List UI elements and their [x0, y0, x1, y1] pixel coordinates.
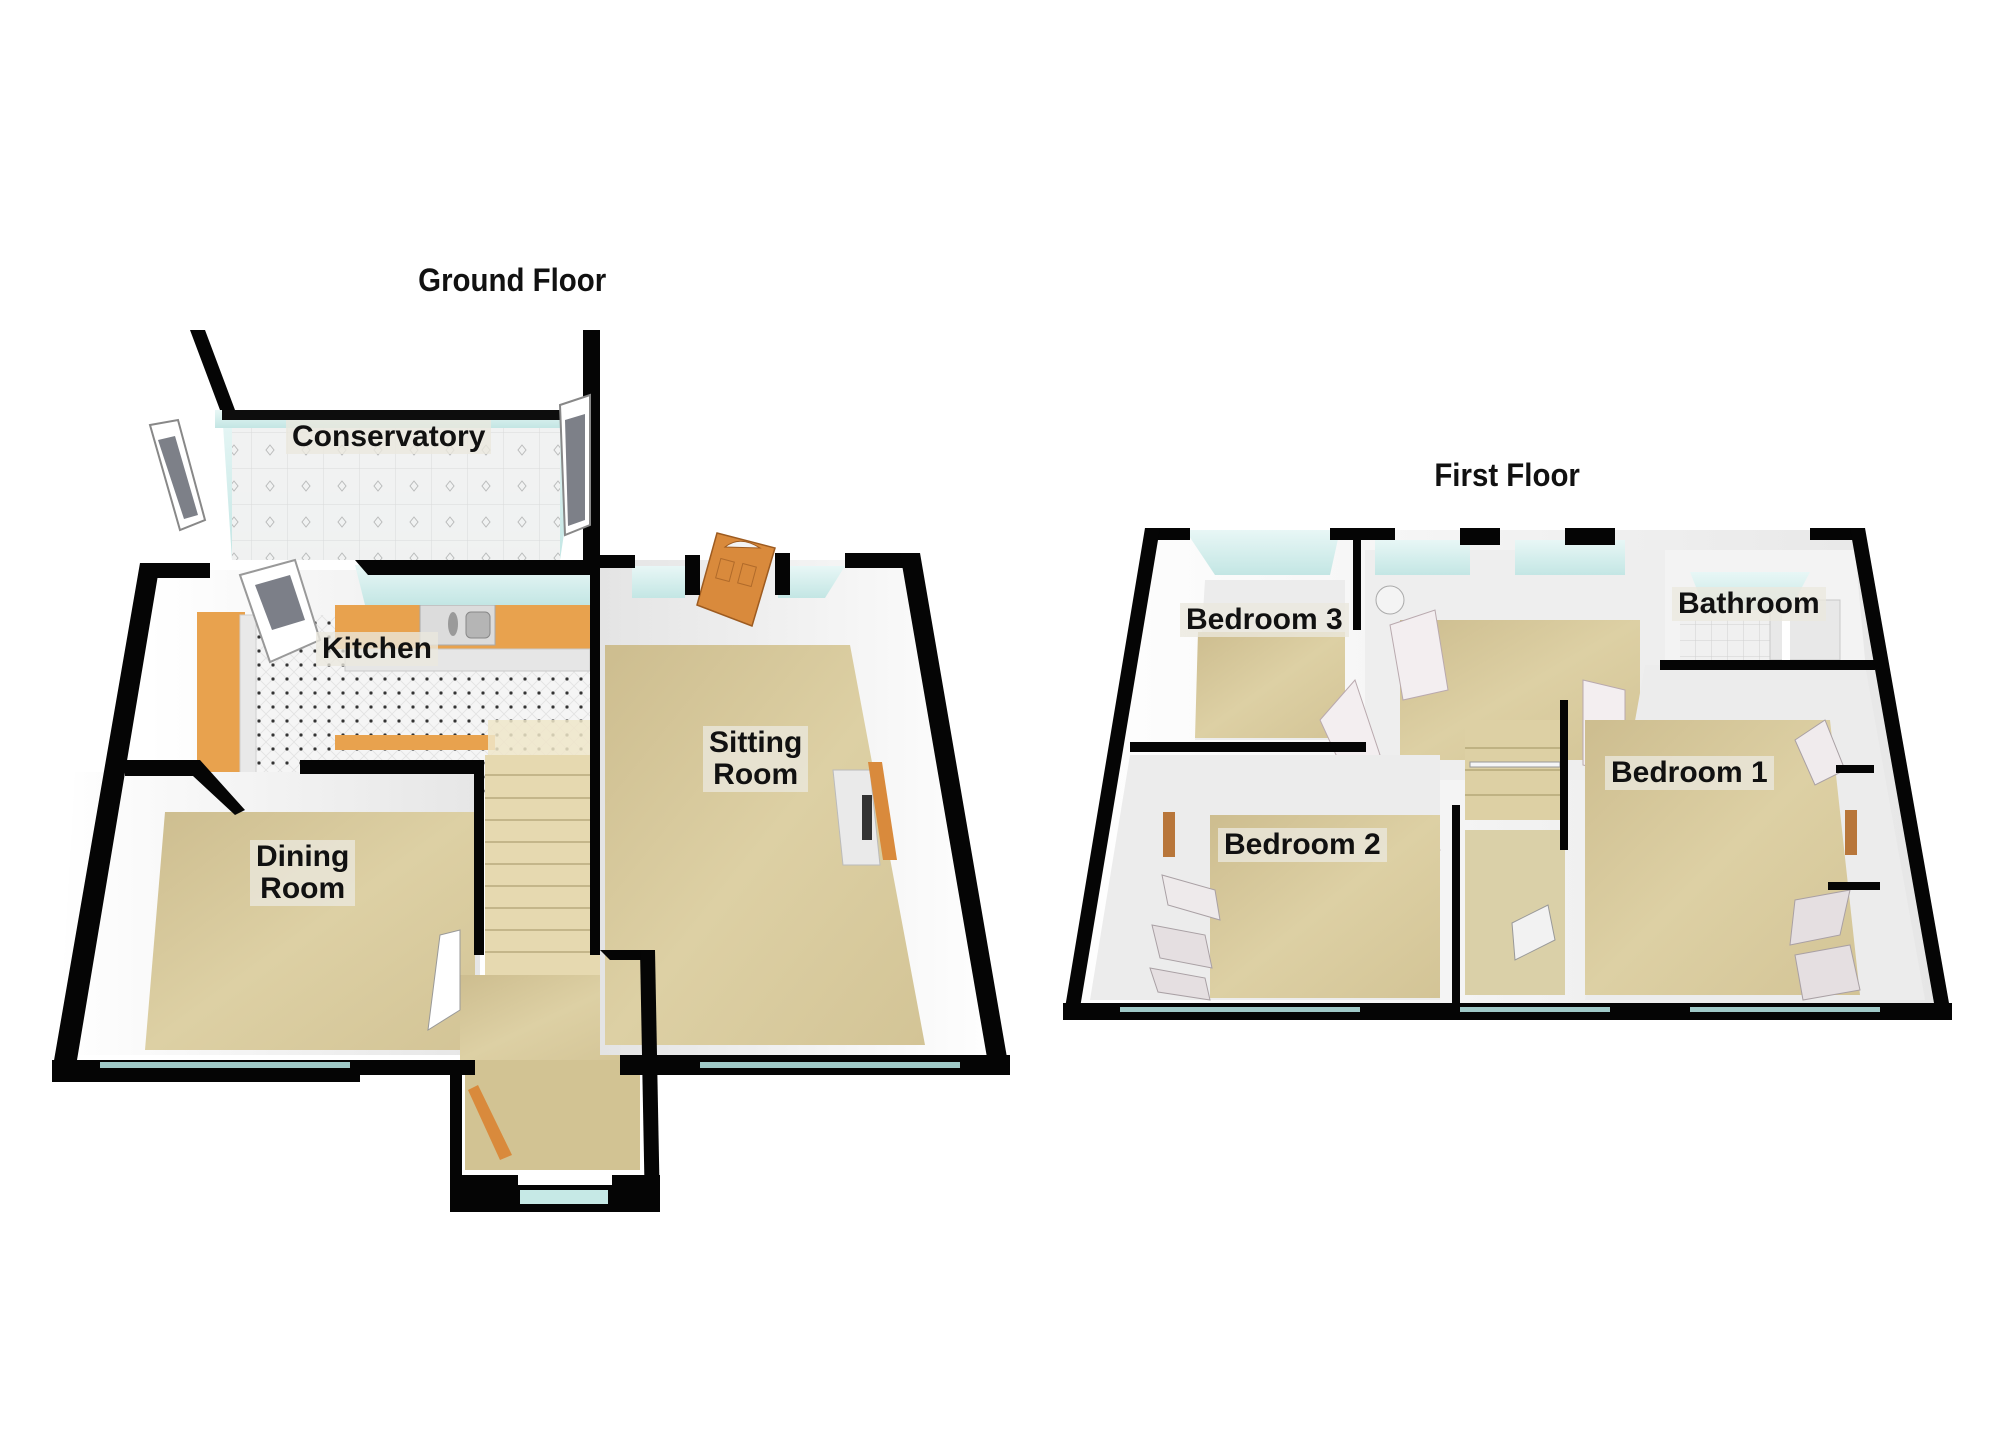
- wc-basin-icon: [1375, 585, 1405, 615]
- bedroom-2: [1090, 755, 1440, 1001]
- room-label-bedroom-3: Bedroom 3: [1180, 603, 1349, 637]
- bedroom-1: [1585, 665, 1925, 1001]
- porch-door: [468, 1085, 512, 1160]
- room-label-conservatory: Conservatory: [286, 420, 492, 454]
- first-staircase: [1465, 720, 1563, 820]
- dining-room-line-1: Dining: [256, 840, 350, 873]
- dining-room: [58, 772, 480, 1055]
- ground-staircase: [485, 755, 600, 980]
- dining-room-line-2: Room: [260, 872, 346, 905]
- first-floor-plan: [1063, 528, 1952, 1020]
- first-floor-title: First Floor: [1434, 457, 1580, 493]
- room-label-kitchen: Kitchen: [316, 632, 439, 666]
- room-label-bathroom: Bathroom: [1672, 587, 1826, 621]
- landing-door: [1389, 609, 1449, 701]
- entrance-hall: [427, 929, 640, 1170]
- kitchen-worktop-left: [197, 612, 245, 774]
- fireplace: [832, 762, 897, 866]
- sitting-room-line-1: Sitting: [709, 726, 803, 759]
- sitting-room: [600, 532, 1000, 1055]
- ground-floor-title: Ground Floor: [418, 262, 607, 298]
- sitting-room-line-2: Room: [713, 758, 799, 791]
- first-floor-walls: [1063, 528, 1952, 1020]
- room-label-bedroom-1: Bedroom 1: [1605, 756, 1774, 790]
- front-door: [696, 532, 776, 627]
- room-label-dining-room: Dining Room: [250, 840, 356, 906]
- airing-cupboard: [1465, 830, 1565, 995]
- room-label-sitting-room: Sitting Room: [703, 726, 809, 792]
- room-label-bedroom-2: Bedroom 2: [1218, 828, 1387, 862]
- ground-floor-plan: [52, 330, 1010, 1212]
